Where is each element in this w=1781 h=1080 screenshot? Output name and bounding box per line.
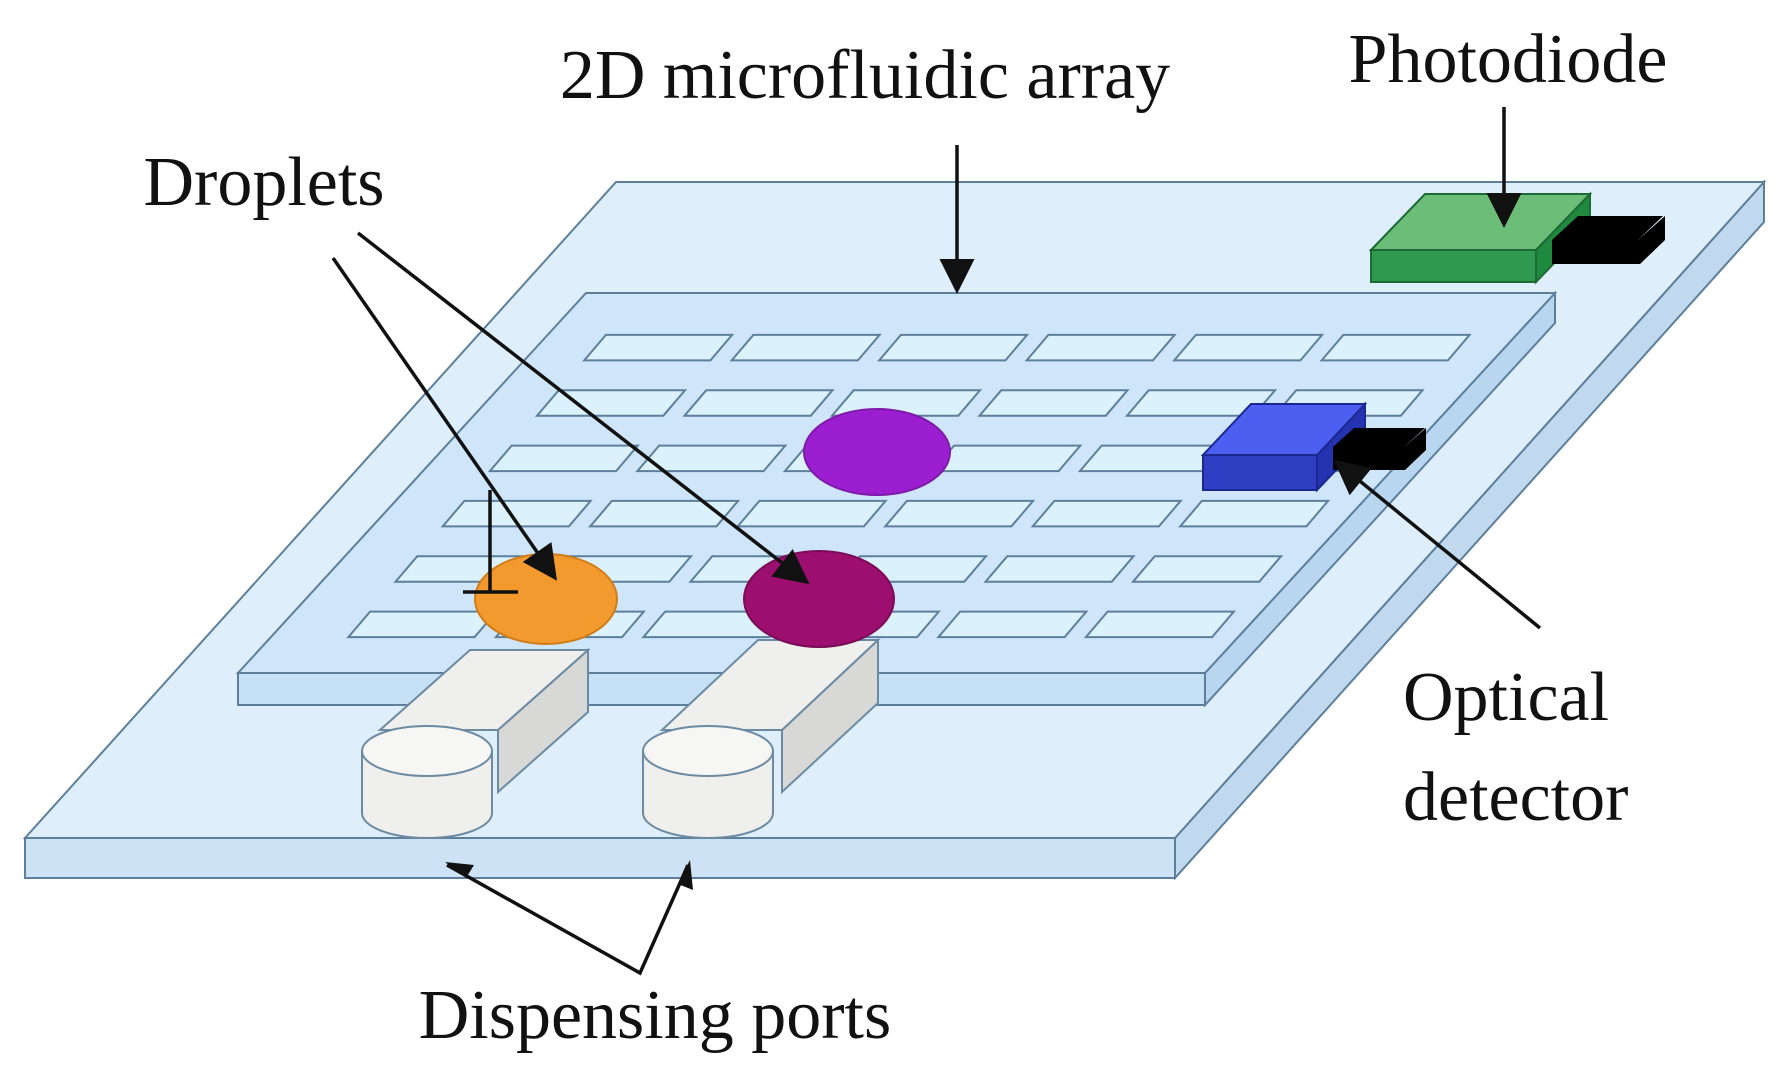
array-cell <box>682 389 835 417</box>
photodiode-front <box>1370 249 1537 283</box>
array-cell <box>983 555 1136 583</box>
droplet-pointer-1 <box>331 257 557 581</box>
optical-detector-label-line1: Optical <box>1403 659 1609 736</box>
array-cells <box>346 333 1472 639</box>
droplets-label: Droplets <box>143 144 384 221</box>
droplet-purple <box>803 408 951 496</box>
array-cell <box>487 444 640 473</box>
detector-connector <box>1333 428 1426 470</box>
ports-arrowhead-right <box>678 860 693 890</box>
ports-pointer <box>446 863 690 976</box>
array-cell <box>1030 499 1183 528</box>
optical-detector-label-line2: detector <box>1403 759 1628 836</box>
substrate-side <box>24 837 1176 879</box>
droplet-magenta <box>743 550 895 648</box>
port-left-top <box>361 725 493 777</box>
array-cell <box>977 389 1130 417</box>
array-cell <box>930 444 1083 473</box>
optical-detector-block <box>1200 401 1426 493</box>
array-cell <box>735 499 888 528</box>
detector-front <box>1202 454 1318 491</box>
droplet-pointer-stub <box>463 490 518 594</box>
detector-pointer <box>1333 459 1542 630</box>
array-cell <box>1130 555 1284 583</box>
array-cell <box>1178 499 1331 528</box>
array-cell <box>1124 389 1278 417</box>
array-cell <box>635 444 788 473</box>
array-cell <box>1319 333 1472 362</box>
photodiode-top <box>1368 193 1593 251</box>
port-right-top <box>642 725 774 777</box>
pointers <box>331 107 1542 976</box>
detector-top <box>1200 403 1368 456</box>
ports-pointer-heads <box>445 860 693 890</box>
array-cell <box>936 610 1089 639</box>
photodiode-block <box>1368 191 1665 285</box>
ports-arrowhead-left <box>445 862 474 878</box>
array-cell <box>588 499 741 528</box>
array-cell <box>1172 333 1325 362</box>
array-cell <box>1083 610 1236 639</box>
dispensing-ports-label: Dispensing ports <box>419 977 892 1054</box>
array-cell <box>346 610 499 639</box>
array-cell <box>534 389 688 417</box>
array-cell <box>883 499 1036 528</box>
dispensing-port-right <box>642 637 881 839</box>
photodiode-label: Photodiode <box>1349 21 1668 98</box>
detector-connector-top <box>1333 428 1425 447</box>
array-cell <box>1024 333 1177 362</box>
array-cell <box>440 499 593 528</box>
array-cell <box>877 333 1030 362</box>
array-label: 2D microfluidic array <box>560 37 1170 114</box>
dispensing-port-left <box>361 647 591 839</box>
array-cell <box>729 333 882 362</box>
droplet-pointer-2 <box>356 231 810 585</box>
photodiode-connector-top <box>1552 216 1663 240</box>
array-cell <box>582 333 735 362</box>
